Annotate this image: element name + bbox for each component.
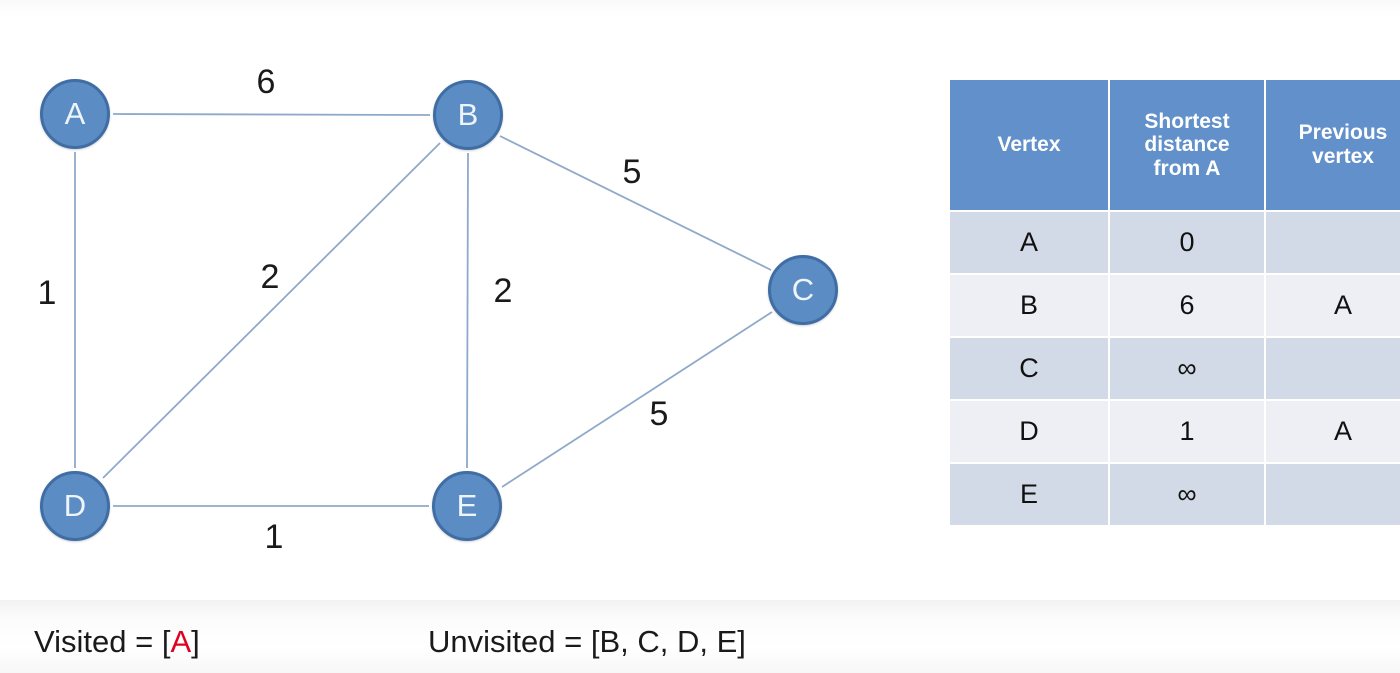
cell-previous bbox=[1266, 212, 1400, 273]
edge-weight-a-b: 6 bbox=[256, 63, 276, 101]
graph-panel: 6 1 5 2 2 5 1 A B C D E bbox=[37, 63, 838, 556]
edge-weight-c-e: 5 bbox=[649, 395, 669, 433]
top-gradient-band bbox=[0, 0, 1400, 16]
graph-node-c[interactable]: C bbox=[768, 255, 838, 325]
cell-previous: A bbox=[1266, 401, 1400, 462]
cell-distance: ∞ bbox=[1110, 464, 1264, 525]
table-row[interactable]: B 6 A bbox=[950, 275, 1400, 336]
cell-vertex: B bbox=[950, 275, 1108, 336]
header-previous-vertex: Previous vertex bbox=[1266, 80, 1400, 210]
cell-distance: 6 bbox=[1110, 275, 1264, 336]
graph-node-a[interactable]: A bbox=[40, 79, 110, 149]
header-vertex-line-1: Vertex bbox=[997, 133, 1061, 157]
header-previous-line-2: vertex bbox=[1312, 145, 1374, 168]
header-distance-line-3: from A bbox=[1153, 156, 1221, 180]
edge-weight-b-e: 2 bbox=[493, 272, 513, 310]
dijkstra-table: Vertex Shortest distance from A Previous… bbox=[948, 78, 1400, 527]
table-row[interactable]: D 1 A bbox=[950, 401, 1400, 462]
edge-weight-d-e: 1 bbox=[264, 518, 284, 556]
cell-distance: 1 bbox=[1110, 401, 1264, 462]
cell-previous bbox=[1266, 464, 1400, 525]
edge-b-c bbox=[499, 135, 772, 271]
header-distance-line-2: distance bbox=[1144, 133, 1230, 157]
cell-vertex: C bbox=[950, 338, 1108, 399]
cell-distance: 0 bbox=[1110, 212, 1264, 273]
unvisited-value: B, C, D, E bbox=[599, 624, 738, 659]
edge-weight-b-d: 2 bbox=[260, 258, 280, 296]
table-row[interactable]: A 0 bbox=[950, 212, 1400, 273]
cell-previous: A bbox=[1266, 275, 1400, 336]
visited-prefix: Visited = [ bbox=[34, 624, 171, 659]
dijkstra-table-panel: Vertex Shortest distance from A Previous… bbox=[948, 78, 1400, 527]
unvisited-prefix: Unvisited = [ bbox=[428, 624, 600, 659]
table-row[interactable]: E ∞ bbox=[950, 464, 1400, 525]
cell-vertex: D bbox=[950, 401, 1108, 462]
edge-b-d bbox=[102, 142, 441, 479]
cell-vertex: E bbox=[950, 464, 1108, 525]
unvisited-suffix: ] bbox=[737, 624, 746, 659]
graph-node-e[interactable]: E bbox=[432, 471, 502, 541]
edge-b-e bbox=[466, 152, 469, 469]
graph-edge-layer bbox=[74, 113, 773, 507]
header-vertex: Vertex bbox=[950, 80, 1108, 210]
visited-suffix: ] bbox=[191, 624, 200, 659]
visited-list: Visited = [A] bbox=[34, 624, 200, 660]
edge-weight-a-d: 1 bbox=[37, 274, 57, 312]
unvisited-list: Unvisited = [B, C, D, E] bbox=[428, 624, 746, 660]
cell-vertex: A bbox=[950, 212, 1108, 273]
edge-a-b bbox=[112, 113, 431, 116]
edge-c-e bbox=[501, 311, 773, 488]
edge-weight-b-c: 5 bbox=[622, 153, 642, 191]
bottom-gradient-band bbox=[0, 600, 1400, 673]
header-previous-line-1: Previous bbox=[1298, 121, 1388, 145]
header-distance-line-1: Shortest bbox=[1144, 109, 1230, 133]
header-shortest-distance: Shortest distance from A bbox=[1110, 80, 1264, 210]
footer-status: Visited = [A] Unvisited = [B, C, D, E] bbox=[0, 614, 1400, 673]
table-row[interactable]: C ∞ bbox=[950, 338, 1400, 399]
graph-node-d[interactable]: D bbox=[40, 471, 110, 541]
visited-value: A bbox=[170, 624, 192, 659]
table-header-row: Vertex Shortest distance from A Previous… bbox=[950, 80, 1400, 210]
cell-distance: ∞ bbox=[1110, 338, 1264, 399]
graph-node-b[interactable]: B bbox=[433, 80, 503, 150]
cell-previous bbox=[1266, 338, 1400, 399]
